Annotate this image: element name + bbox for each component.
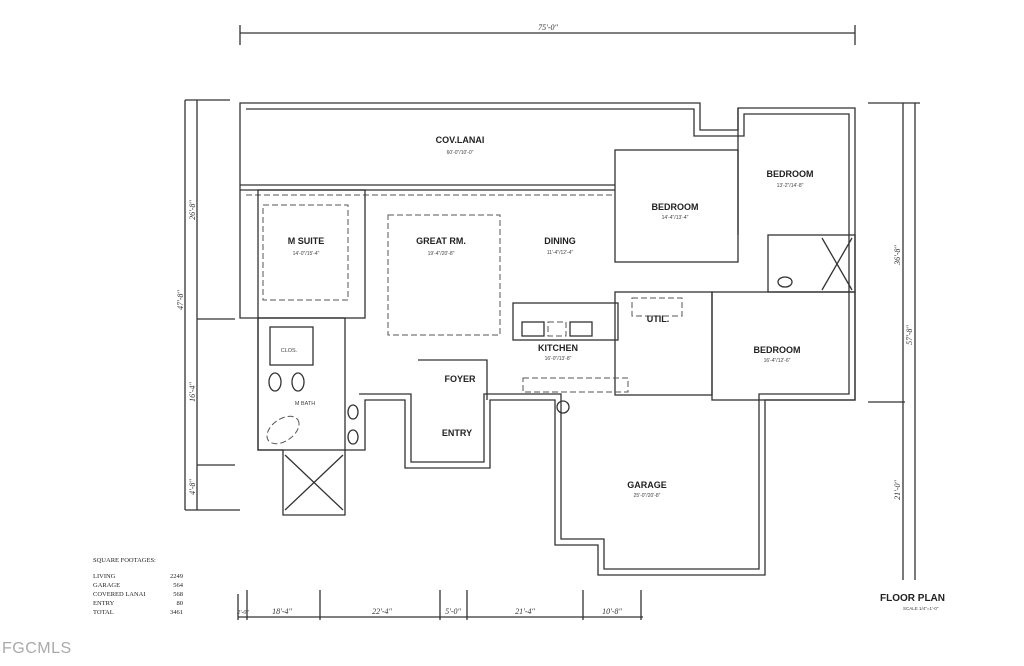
dim-top: 75'-0" [538,23,558,32]
sqft-row: LIVING 2249 [93,573,193,582]
room-util: UTIL. [647,314,670,324]
dim-bottom-5: 10'-8" [602,607,622,616]
interior-walls [240,108,856,511]
left-dimensions: 47'-8" 26'-8" 16'-4" 4'-8" [176,99,240,511]
room-bedroom-3-size: 13'-2"/14'-8" [777,183,804,189]
room-great-rm: GREAT RM. [416,236,466,246]
sqft-label: TOTAL [93,609,114,616]
room-kitchen: KITCHEN [538,343,578,353]
sqft-row: GARAGE 564 [93,582,193,591]
sqft-value: 568 [173,591,183,598]
exterior-walls [239,102,856,576]
top-dimension: 75'-0" [239,23,856,45]
dim-left-1: 26'-8" [188,199,197,219]
dim-right-0: 57'-8" [905,324,914,344]
room-bedroom-4-size: 16'-4"/12'-6" [764,358,791,364]
sqft-label: LIVING [93,573,116,580]
room-dining: DINING [544,236,576,246]
dim-right-2: 21'-0" [893,479,902,499]
dim-left-0: 47'-8" [176,289,185,309]
dim-right-1: 36'-8" [893,244,902,265]
sqft-value: 564 [173,582,183,589]
room-m-suite-size: 14'-0"/15'-4" [293,251,320,257]
room-bedroom-2: BEDROOM [652,202,699,212]
watermark: FGCMLS [2,640,72,657]
room-m-bath: M BATH [295,401,315,407]
room-m-suite: M SUITE [288,236,325,246]
sqft-value: 2249 [170,573,183,580]
sqft-row: COVERED LANAI 568 [93,591,193,600]
room-foyer: FOYER [444,374,476,384]
right-dimensions: 36'-8" 57'-8" 21'-0" [868,102,920,580]
square-footages-heading: SQUARE FOOTAGES: [93,557,156,564]
sqft-label: GARAGE [93,582,121,589]
dim-bottom-0: 2'-0" [237,610,249,616]
room-bedroom-2-size: 14'-4"/13'-4" [662,215,689,221]
plan-title: FLOOR PLAN [880,593,945,604]
sqft-row: TOTAL 3461 [93,609,193,618]
room-bedroom-4: BEDROOM [754,345,801,355]
room-clos: CLOS. [281,348,298,354]
dim-bottom-4: 21'-4" [515,607,535,616]
room-garage-size: 25'-0"/20'-8" [634,493,661,499]
room-lanai: COV.LANAI [436,135,485,145]
room-entry: ENTRY [442,428,472,438]
sqft-label: COVERED LANAI [93,591,146,598]
sqft-row: ENTRY 80 [93,600,193,609]
room-bedroom-3: BEDROOM [767,169,814,179]
dim-bottom-3: 5'-0" [445,607,461,616]
dim-bottom-2: 22'-4" [372,607,392,616]
plan-scale: SCALE 1/4"=1'-0" [903,606,939,611]
sqft-label: ENTRY [93,600,115,607]
room-garage: GARAGE [627,480,667,490]
room-lanai-size: 60'-0"/10'-0" [447,150,474,156]
room-kitchen-size: 16'-0"/13'-8" [545,356,572,362]
room-dining-size: 11'-4"/12'-4" [547,250,574,256]
room-great-rm-size: 19'-4"/20'-8" [428,251,455,257]
sqft-value: 80 [176,600,184,607]
dim-left-2: 16'-4" [188,381,197,401]
bottom-dimensions: 2'-0" 18'-4" 22'-4" 5'-0" 21'-4" 10'-8" [237,590,643,620]
dim-left-3: 4'-8" [188,478,197,494]
dim-bottom-1: 18'-4" [272,607,292,616]
room-labels: COV.LANAI 60'-0"/10'-0" M SUITE 14'-0"/1… [281,135,814,499]
sqft-value: 3461 [170,609,183,616]
